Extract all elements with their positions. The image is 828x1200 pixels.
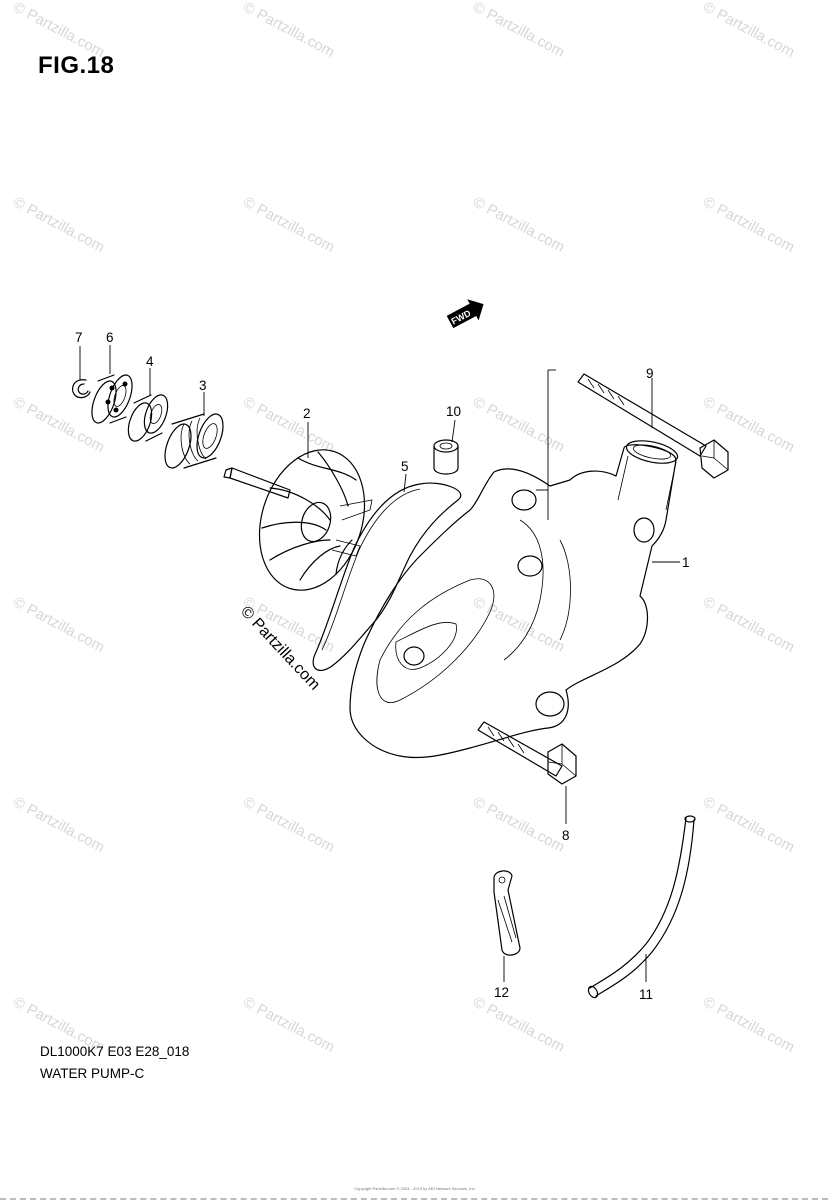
watermark-text: © Partzilla.com xyxy=(10,194,107,256)
footer-diagram-name: WATER PUMP-C xyxy=(40,1066,145,1081)
watermark-text: © Partzilla.com xyxy=(240,194,337,256)
callout-9: 9 xyxy=(646,366,654,381)
watermark-text: © Partzilla.com xyxy=(470,394,567,456)
part-9-long-bolt[interactable] xyxy=(577,373,729,479)
part-11-hose[interactable] xyxy=(587,815,696,999)
watermark-text: © Partzilla.com xyxy=(700,394,797,456)
watermark-text: © Partzilla.com xyxy=(700,994,797,1056)
fwd-arrow-icon: FWD xyxy=(446,299,484,329)
watermark-text: © Partzilla.com xyxy=(240,0,337,61)
callout-12: 12 xyxy=(494,985,509,1000)
callout-6: 6 xyxy=(106,330,114,345)
part-1-pump-case[interactable] xyxy=(349,369,680,759)
part-10-dowel-pin[interactable] xyxy=(433,419,459,475)
callout-4: 4 xyxy=(146,354,154,369)
part-5-o-ring[interactable] xyxy=(312,473,462,671)
watermark-text: © Partzilla.com xyxy=(700,0,797,61)
watermark-text: © Partzilla.com xyxy=(470,994,567,1056)
watermark-text: © Partzilla.com xyxy=(700,594,797,656)
watermark-text: © Partzilla.com xyxy=(240,394,337,456)
watermark-text: © Partzilla.com xyxy=(700,794,797,856)
callout-5: 5 xyxy=(401,459,409,474)
callout-11: 11 xyxy=(639,987,653,1002)
callout-2: 2 xyxy=(303,406,311,421)
part-12-clamp[interactable] xyxy=(493,870,521,982)
watermark-text: © Partzilla.com xyxy=(240,994,337,1056)
callout-labels: 1 2 3 4 5 6 7 8 9 10 11 12 xyxy=(75,330,690,1002)
watermark-text: © Partzilla.com xyxy=(240,794,337,856)
watermark-grid: © Partzilla.com © Partzilla.com © Partzill… xyxy=(10,0,797,1056)
watermark-text: © Partzilla.com xyxy=(470,794,567,856)
watermark-text: © Partzilla.com xyxy=(470,194,567,256)
footer-diagram-code: DL1000K7 E03 E28_018 xyxy=(40,1044,190,1059)
part-3-mechanical-seal[interactable] xyxy=(160,392,228,471)
figure-title: FIG.18 xyxy=(38,52,115,79)
callout-3: 3 xyxy=(199,378,207,393)
part-7-circlip[interactable] xyxy=(71,346,91,399)
callout-7: 7 xyxy=(75,330,83,345)
part-6-bearing[interactable] xyxy=(87,345,137,426)
callout-8: 8 xyxy=(562,828,570,843)
part-2-impeller[interactable] xyxy=(223,422,382,604)
copyright-notice: Copyright Partzilla.com © 2004 - 2019 by… xyxy=(354,1186,476,1191)
watermark-text: © Partzilla.com xyxy=(10,794,107,856)
callout-10: 10 xyxy=(446,404,461,419)
callout-1: 1 xyxy=(682,555,690,570)
watermark-text: © Partzilla.com xyxy=(470,0,567,61)
part-8-bolt[interactable] xyxy=(477,721,577,824)
part-4-seal[interactable] xyxy=(124,368,172,444)
bottom-dashed-border xyxy=(0,1198,828,1200)
watermark-text: © Partzilla.com xyxy=(10,594,107,656)
watermark-text: © Partzilla.com xyxy=(700,194,797,256)
watermark-text: © Partzilla.com xyxy=(10,0,107,61)
